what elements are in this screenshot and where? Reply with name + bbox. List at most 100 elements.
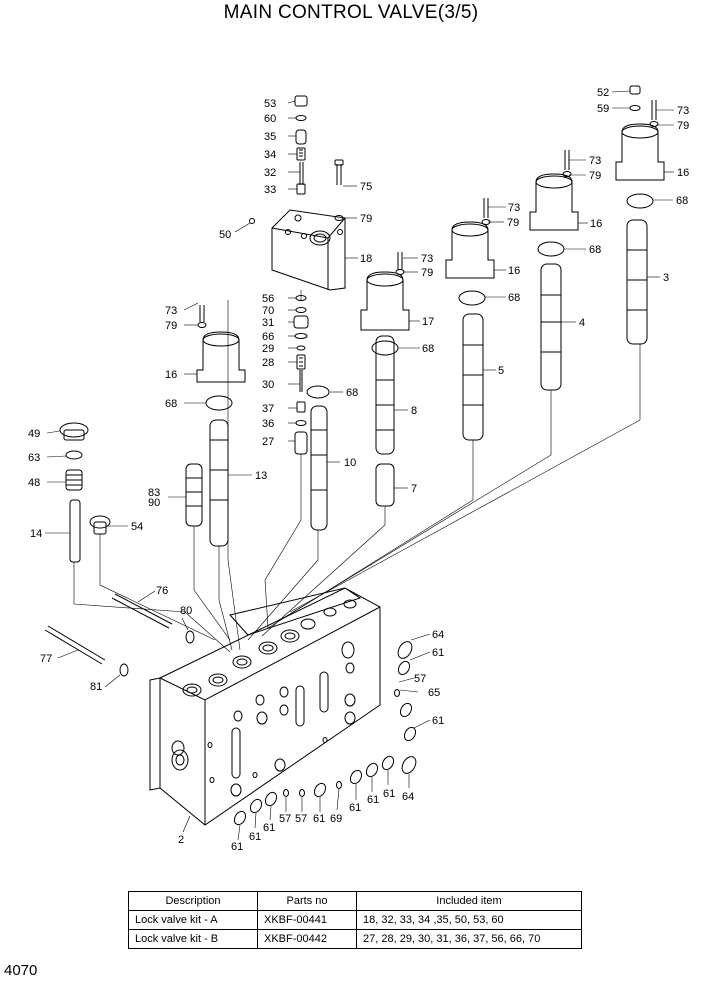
- callout: 70: [262, 305, 274, 317]
- lock-valve-kit-table: Description Parts no Included item Lock …: [128, 891, 582, 949]
- callout: 27: [262, 436, 274, 448]
- leader-lines: [45, 90, 674, 841]
- callout: 57: [279, 813, 291, 825]
- callout: 61: [432, 715, 444, 727]
- callout: 63: [28, 452, 40, 464]
- spools: [185, 219, 648, 547]
- callout: 52: [597, 87, 609, 99]
- callout: 48: [28, 477, 40, 489]
- callout: 5: [498, 365, 504, 377]
- callout: 53: [264, 98, 276, 110]
- callout: 79: [421, 267, 433, 279]
- callout: 8: [411, 405, 417, 417]
- lock-valve-block: [249, 95, 346, 455]
- callout: 68: [676, 195, 688, 207]
- callout: 34: [264, 149, 276, 161]
- callout: 13: [255, 470, 267, 482]
- table-row: Lock valve kit - A XKBF-00441 18, 32, 33…: [128, 910, 582, 930]
- callout: 3: [663, 272, 669, 284]
- column-header-parts-no: Parts no: [257, 891, 357, 911]
- callout: 61: [349, 802, 361, 814]
- callout: 90: [148, 497, 160, 509]
- callout: 61: [383, 788, 395, 800]
- callout: 49: [28, 428, 40, 440]
- callout: 80: [180, 605, 192, 617]
- callout: 64: [432, 629, 444, 641]
- callout: 33: [264, 184, 276, 196]
- callout-labels: 53 60 35 34 32 33 75 79 50 18 56 70 31 6…: [28, 87, 689, 853]
- side-o-rings: [233, 641, 417, 826]
- callout: 73: [165, 305, 177, 317]
- table-row: Lock valve kit - B XKBF-00442 27, 28, 29…: [128, 929, 582, 949]
- callout: 37: [262, 403, 274, 415]
- page-number: 4070: [4, 962, 38, 979]
- callout: 61: [367, 794, 379, 806]
- callout: 79: [677, 120, 689, 132]
- callout: 68: [508, 292, 520, 304]
- callout: 35: [264, 131, 276, 143]
- callout: 18: [360, 253, 372, 265]
- callout: 73: [508, 202, 520, 214]
- callout: 14: [30, 528, 42, 540]
- callout: 79: [360, 213, 372, 225]
- callout: 29: [262, 343, 274, 355]
- callout: 31: [262, 317, 274, 329]
- callout: 50: [219, 229, 231, 241]
- cell-included-item: 18, 32, 33, 34 ,35, 50, 53, 60: [356, 910, 582, 930]
- callout: 60: [264, 113, 276, 125]
- callout: 61: [231, 841, 243, 853]
- callout: 16: [508, 265, 520, 277]
- callout: 61: [313, 813, 325, 825]
- callout: 69: [330, 813, 342, 825]
- callout: 28: [262, 357, 274, 369]
- callout: 59: [597, 103, 609, 115]
- callout: 10: [344, 457, 356, 469]
- cell-description: Lock valve kit - B: [128, 929, 258, 949]
- assembly-guide-lines: [73, 290, 641, 653]
- callout: 7: [411, 483, 417, 495]
- callout: 54: [131, 521, 143, 533]
- callout: 68: [346, 387, 358, 399]
- cell-included-item: 27, 28, 29, 30, 31, 36, 37, 56, 66, 70: [356, 929, 582, 949]
- column-header-included-item: Included item: [356, 891, 582, 911]
- callout: 61: [263, 822, 275, 834]
- callout: 73: [589, 155, 601, 167]
- table-header-row: Description Parts no Included item: [128, 891, 582, 911]
- callout: 79: [589, 170, 601, 182]
- callout: 57: [295, 813, 307, 825]
- callout: 75: [360, 181, 372, 193]
- callout: 16: [165, 369, 177, 381]
- callout: 73: [677, 105, 689, 117]
- callout: 79: [507, 217, 519, 229]
- callout: 81: [90, 681, 102, 693]
- column-header-description: Description: [128, 891, 258, 911]
- callout: 57: [414, 673, 426, 685]
- callout: 68: [165, 398, 177, 410]
- callout: 36: [262, 418, 274, 430]
- callout: 77: [40, 653, 52, 665]
- callout: 68: [589, 244, 601, 256]
- callout: 68: [422, 343, 434, 355]
- callout: 76: [156, 585, 168, 597]
- callout: 56: [262, 293, 274, 305]
- callout: 4: [579, 317, 585, 329]
- callout: 16: [677, 167, 689, 179]
- callout: 17: [422, 316, 434, 328]
- valve-body: [149, 587, 381, 826]
- callout: 79: [165, 320, 177, 332]
- callout: 65: [428, 687, 440, 699]
- callout: 32: [264, 167, 276, 179]
- cell-parts-no: XKBF-00442: [257, 929, 357, 949]
- callout: 2: [178, 834, 184, 846]
- callout: 73: [421, 253, 433, 265]
- callout: 61: [249, 831, 261, 843]
- callout: 61: [432, 647, 444, 659]
- callout: 30: [262, 379, 274, 391]
- left-side-parts: [44, 422, 195, 677]
- callout: 66: [262, 331, 274, 343]
- cell-parts-no: XKBF-00441: [257, 910, 357, 930]
- callout: 64: [402, 791, 414, 803]
- callout: 83: [148, 487, 160, 499]
- cell-description: Lock valve kit - A: [128, 910, 258, 930]
